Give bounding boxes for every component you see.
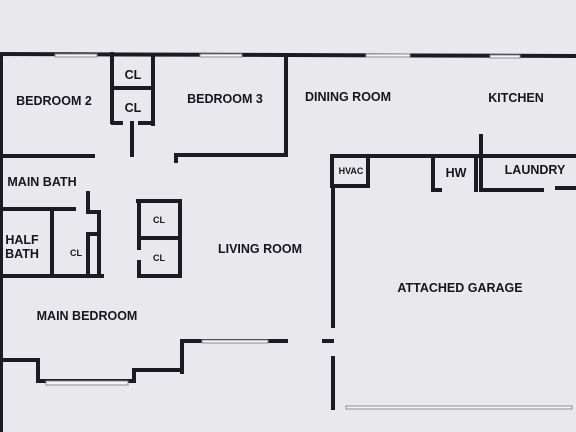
closet-label-top: CL [125, 68, 142, 82]
hvac-label: HVAC [339, 166, 364, 176]
bedroom-2-label: BEDROOM 2 [16, 94, 92, 108]
window-bedroom-2 [54, 53, 98, 58]
bedroom-wing-walls [0, 52, 288, 163]
water-heater-label: HW [446, 166, 467, 180]
garage-walls [330, 134, 576, 410]
main-bedroom-label: MAIN BEDROOM [37, 309, 138, 323]
half-bath-label-line2: BATH [5, 247, 39, 261]
dining-room-label: DINING ROOM [305, 90, 391, 104]
hall-closet-upper-label: CL [153, 215, 165, 225]
window-main-bedroom [45, 380, 129, 386]
kitchen-label: KITCHEN [488, 91, 544, 105]
windows [45, 53, 573, 410]
garage-top-wall [330, 154, 576, 188]
window-bedroom-3 [199, 53, 243, 58]
half-bath-closet-wall [86, 191, 101, 278]
half-bath-closet-label: CL [70, 248, 82, 258]
bath-walls [0, 191, 182, 278]
bedroom-3-label: BEDROOM 3 [187, 92, 263, 106]
window-kitchen [489, 54, 521, 59]
sliding-door-living [201, 339, 269, 344]
hall-closet-lower-label: CL [153, 253, 165, 263]
window-dining [365, 53, 411, 58]
garage-door [345, 405, 573, 410]
room-labels: BEDROOM 2 CL CL BEDROOM 3 DINING ROOM KI… [5, 68, 566, 323]
main-bath-label: MAIN BATH [7, 175, 76, 189]
living-room-label: LIVING ROOM [218, 242, 302, 256]
main-bedroom-bottom-wall [0, 358, 184, 383]
half-bath-label-line1: HALF [5, 233, 39, 247]
laundry-label: LAUNDRY [505, 163, 566, 177]
attached-garage-label: ATTACHED GARAGE [397, 281, 522, 295]
closet-label-middle: CL [125, 101, 142, 115]
